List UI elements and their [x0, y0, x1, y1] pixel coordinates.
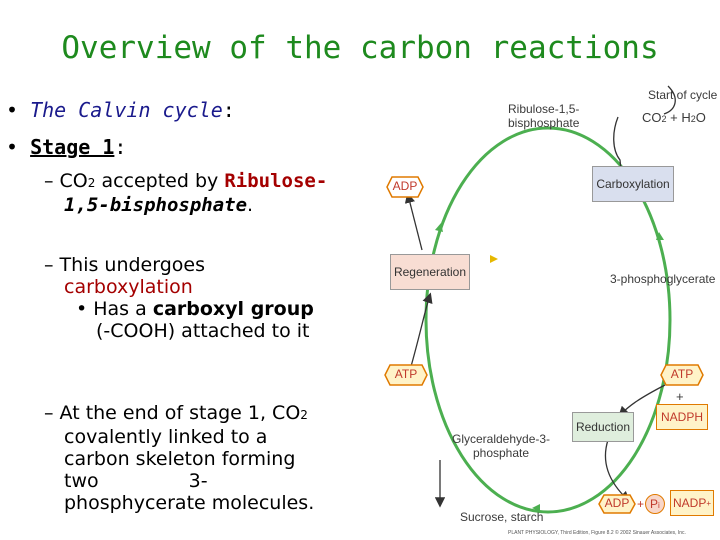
adp-top-badge: ADP	[386, 176, 424, 198]
bullet-stage-1: • Stage 1:	[6, 135, 127, 159]
pga-label: 3-phosphoglycerate	[610, 272, 716, 286]
carboxylation-box: Carboxylation	[592, 166, 674, 202]
co2-arrow	[613, 116, 627, 183]
sucrose-starch-label: Sucrose, starch	[460, 510, 544, 524]
plus-sign: +	[676, 389, 684, 404]
sub-bullet-carboxylation: – This undergoes carboxylation • Has a c…	[44, 254, 314, 342]
atp-left-badge: ATP	[384, 364, 428, 386]
stage-1-label: Stage 1	[30, 135, 115, 159]
nadph-badge: NADPH	[656, 404, 708, 430]
ring-arrow-bottom	[532, 504, 540, 512]
regeneration-box: Regeneration	[390, 254, 470, 290]
adp-arrow	[404, 192, 423, 251]
bullet-calvin-cycle: • The Calvin cycle:	[6, 98, 235, 122]
sub-bullet-co2-accepted: – CO2 accepted by Ribulose- 1,5-bisphosp…	[44, 170, 328, 216]
start-of-cycle-label: Start of cycle	[648, 88, 718, 102]
g3p-label: Glyceraldehyde-3- phosphate	[452, 432, 551, 460]
nadp-badge: NADP+	[670, 490, 714, 516]
reduction-box: Reduction	[572, 412, 634, 442]
ring-arrow-right	[656, 232, 664, 240]
pi-badge: Pi	[645, 494, 665, 514]
ribulose-label: Ribulose-1,5- bisphosphate	[508, 102, 580, 130]
cycle-ring	[424, 126, 672, 514]
calvin-cycle-diagram	[404, 85, 676, 514]
slide-title: Overview of the carbon reactions	[61, 30, 659, 66]
atp-right-badge: ATP	[660, 364, 704, 386]
calvin-cycle-label: The Calvin cycle	[30, 98, 223, 122]
start-arrow	[663, 85, 676, 115]
co2-h2o-label: CO2 + H2O	[642, 110, 706, 125]
sub-bullet-end-of-stage-1: – At the end of stage 1, CO2 covalently …	[44, 402, 315, 514]
figure-caption: PLANT PHYSIOLOGY, Third Edition, Figure …	[508, 530, 686, 536]
ring-arrow-left	[435, 223, 443, 232]
adp-bottom-badge: ADP	[598, 494, 636, 514]
atp-left-arrow	[409, 292, 433, 371]
